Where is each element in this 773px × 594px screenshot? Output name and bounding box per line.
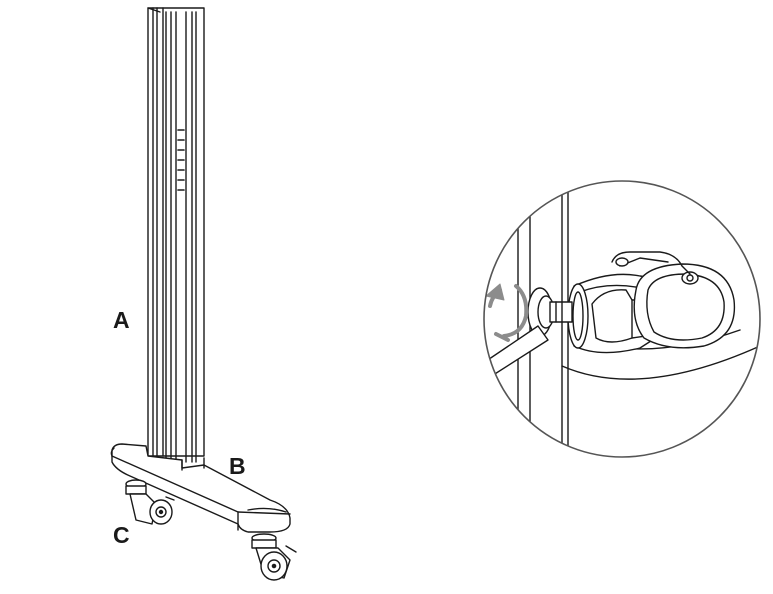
rotate-arrow-icon	[485, 283, 529, 342]
label-c-caster: C	[113, 522, 130, 548]
base-foot	[110, 443, 291, 533]
height-adjust-holes	[177, 129, 185, 191]
caster-detail-zoom	[483, 180, 761, 458]
caster-wheel	[633, 263, 736, 349]
upright-column	[147, 7, 205, 463]
caster-rear	[251, 533, 297, 581]
label-a-upright: A	[113, 307, 130, 333]
caster-front	[125, 479, 175, 525]
label-b-base: B	[229, 453, 246, 479]
